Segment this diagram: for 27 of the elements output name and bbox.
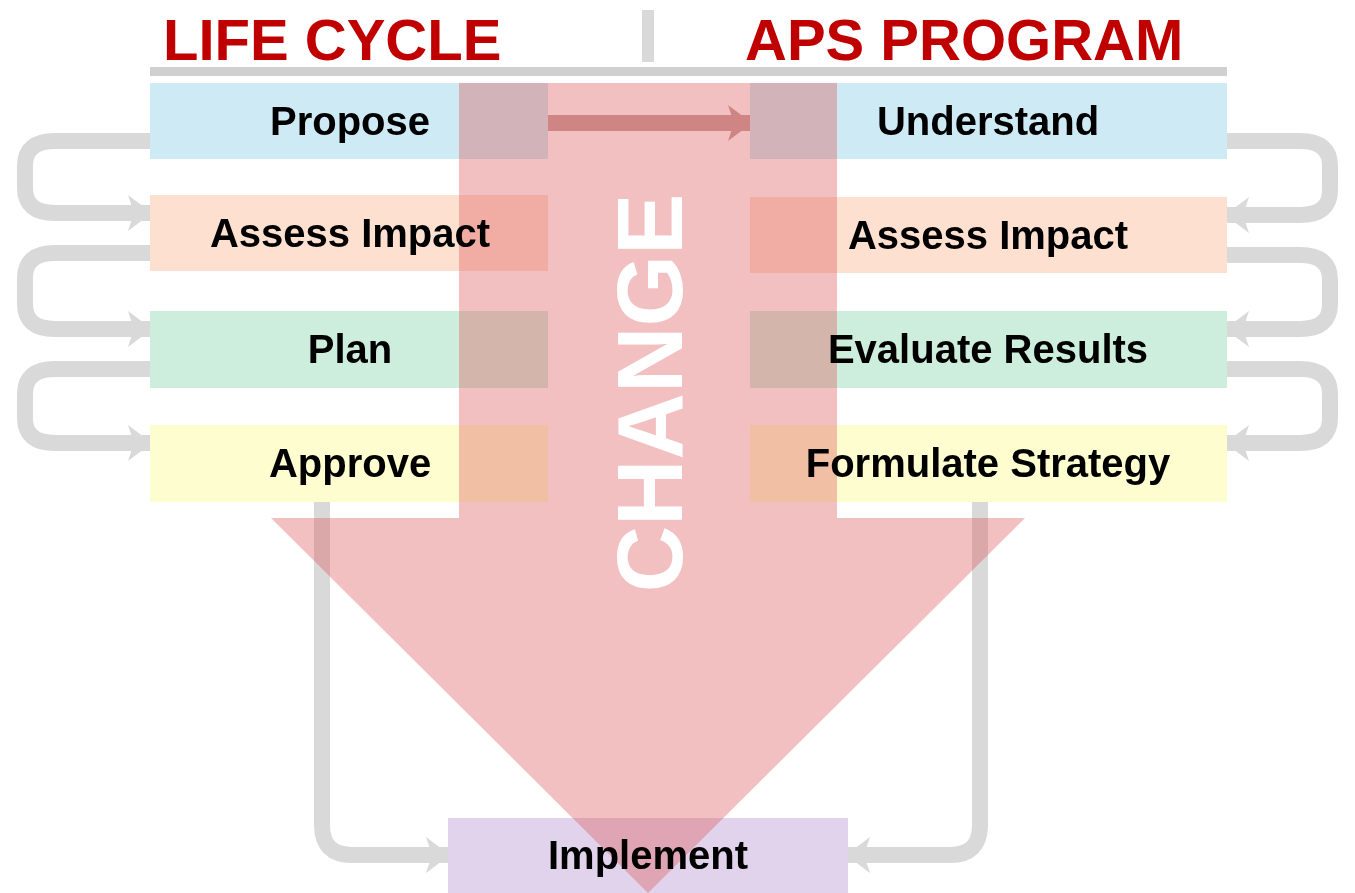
arrow: [548, 105, 752, 141]
process-box: [150, 195, 548, 271]
process-box: [750, 83, 1227, 159]
edge-label: CHANGE: [597, 193, 702, 593]
step-label: Implement: [548, 833, 748, 878]
section-heading: LIFE CYCLE: [163, 6, 502, 73]
step-label: Assess Impact: [209, 210, 491, 256]
step-label: Propose: [270, 98, 430, 144]
process-box: [750, 425, 1227, 502]
step-label: Formulate Strategy: [805, 441, 1171, 486]
step-label: Understand: [876, 98, 1100, 144]
arrow: [17, 245, 152, 347]
block-arrow: [271, 83, 1025, 893]
process-box: [448, 818, 848, 893]
process-box: [750, 311, 1227, 388]
step-label: Evaluate Results: [827, 327, 1149, 372]
step-label: Plan: [307, 327, 393, 372]
process-box: [150, 83, 548, 159]
arrow: [314, 502, 450, 873]
process-box: [150, 311, 548, 388]
arrow: [17, 361, 152, 461]
process-box: [750, 197, 1227, 273]
arrow: [17, 133, 152, 231]
section-heading: APS PROGRAM: [745, 6, 1184, 73]
step-label: Approve: [268, 441, 432, 486]
step-label: Assess Impact: [847, 212, 1129, 258]
process-box: [150, 425, 548, 502]
